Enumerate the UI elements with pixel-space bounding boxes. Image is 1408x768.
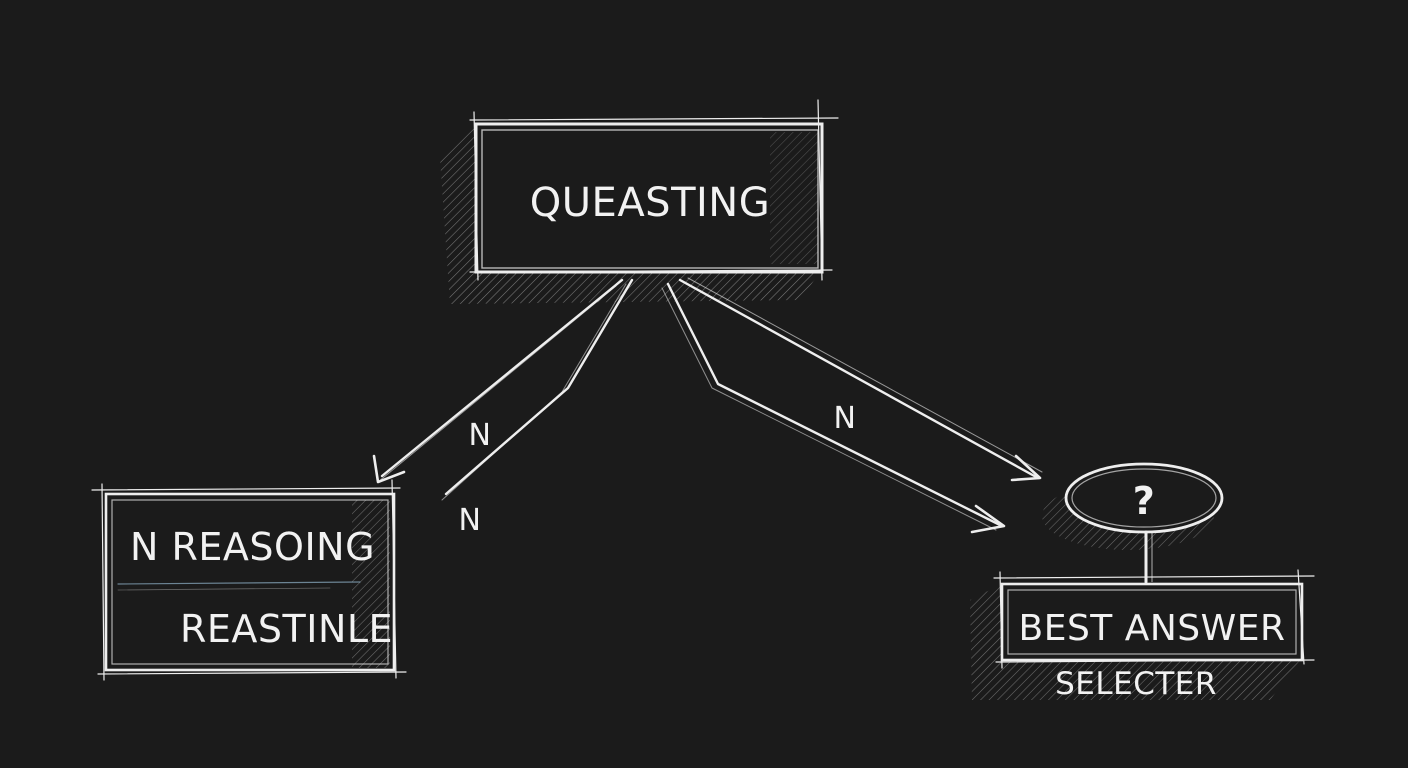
node-left-line1: N REASOING: [130, 525, 375, 569]
node-left: N REASOING REASTINLE: [91, 479, 407, 681]
node-left-line2: REASTINLE: [180, 607, 393, 651]
node-left-hatch: [352, 500, 390, 668]
question-mark-icon: ?: [1042, 462, 1224, 584]
node-top: QUEASTING: [440, 99, 839, 304]
node-top-label: QUEASTING: [530, 180, 770, 226]
edge-label-right: N: [834, 401, 857, 436]
node-top-hatch-inner-right: [770, 132, 818, 264]
node-right: ? BEST ANSWER SELECTER: [970, 462, 1315, 702]
node-right-box: [993, 569, 1315, 669]
arrow-to-left-node: [372, 278, 624, 484]
edge-label-left-upper: N: [469, 418, 492, 453]
node-top-box: [469, 99, 839, 281]
node-top-shadow: [440, 122, 820, 304]
node-right-line2: SELECTER: [1055, 666, 1217, 702]
arrow-right-upper: [678, 277, 1043, 482]
node-right-shadow: [970, 584, 1300, 700]
arrow-to-right-node: [661, 282, 1006, 534]
node-left-box: [91, 479, 407, 681]
node-right-line1: BEST ANSWER: [1019, 608, 1286, 649]
arrow-left-inner: [441, 278, 634, 501]
question-symbol: ?: [1133, 479, 1156, 523]
arrows: [372, 277, 1043, 534]
edge-label-left-lower: N: [459, 503, 482, 538]
